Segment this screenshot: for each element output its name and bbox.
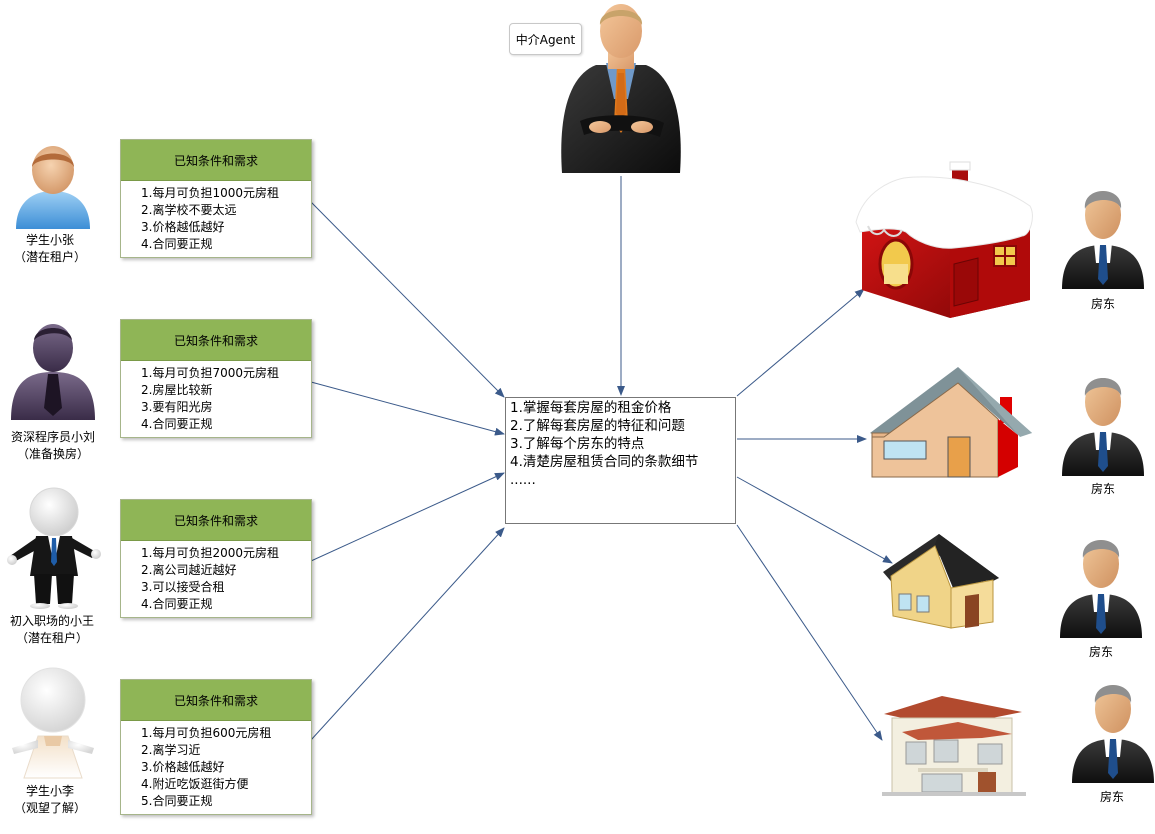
agent-task-item: ...... <box>510 472 536 488</box>
requirement-item: 1.每月可负担7000元房租 <box>141 366 279 380</box>
requirement-item: 4.合同要正规 <box>141 597 213 611</box>
house-grey-roof-icon <box>870 367 1032 478</box>
tenant-wang-avatar-icon <box>7 487 101 609</box>
landlord-4-label: 房东 <box>1099 790 1124 804</box>
arrow-tenant2-to-agent <box>310 381 505 436</box>
requirement-item: 3.价格越低越好 <box>141 760 225 774</box>
tenant-li-avatar-icon <box>12 667 94 779</box>
requirement-item: 3.价格越低越好 <box>141 220 225 234</box>
tenant-wang-name: 初入职场的小王 <box>9 614 94 628</box>
tenant-zhang-name: 学生小张 <box>25 233 74 247</box>
arrow-tenant4-to-agent <box>310 527 505 741</box>
requirements-title: 已知条件和需求 <box>121 500 311 541</box>
house-villa-icon <box>882 696 1026 796</box>
house-red-snowy-icon <box>855 161 1033 318</box>
requirements-list: 1.每月可负担600元房租 2.离学习近 3.价格越低越好 4.附近吃饭逛街方便… <box>121 721 311 814</box>
requirement-item: 2.离公司越近越好 <box>141 563 237 577</box>
tenant-li-requirements-box: 已知条件和需求 1.每月可负担600元房租 2.离学习近 3.价格越低越好 4.… <box>120 679 312 815</box>
arrow-agent-to-house1 <box>736 288 865 397</box>
landlord-3-avatar-icon <box>1060 540 1142 638</box>
agent-task-item: 3.了解每个房东的特点 <box>510 436 645 452</box>
tenant-li-name: 学生小李 <box>25 784 74 798</box>
requirement-item: 3.可以接受合租 <box>141 580 225 594</box>
tenant-wang-status: （潜在租户） <box>15 631 88 645</box>
agent-businessman-icon <box>561 4 681 173</box>
house-black-roof-icon <box>883 534 999 629</box>
agent-task-item: 2.了解每套房屋的特征和问题 <box>510 418 685 434</box>
requirement-item: 1.每月可负担600元房租 <box>141 726 272 740</box>
requirement-item: 4.合同要正规 <box>141 237 213 251</box>
agent-task-item: 4.清楚房屋租赁合同的条款细节 <box>510 454 699 470</box>
requirement-item: 2.房屋比较新 <box>141 383 213 397</box>
requirement-item: 3.要有阳光房 <box>141 400 213 414</box>
tenant-li-status: （观望了解） <box>13 801 86 815</box>
requirement-item: 1.每月可负担2000元房租 <box>141 546 279 560</box>
landlord-2-avatar-icon <box>1062 378 1144 476</box>
requirements-title: 已知条件和需求 <box>121 680 311 721</box>
requirement-item: 5.合同要正规 <box>141 794 213 808</box>
tenant-liu-requirements-box: 已知条件和需求 1.每月可负担7000元房租 2.房屋比较新 3.要有阳光房 4… <box>120 319 312 438</box>
tenant-zhang-status: （潜在租户） <box>13 250 86 264</box>
arrow-agent-to-house3 <box>736 476 893 564</box>
requirement-item: 4.附近吃饭逛街方便 <box>141 777 249 791</box>
agent-responsibilities-box: 1.掌握每套房屋的租金价格 2.了解每套房屋的特征和问题 3.了解每个房东的特点… <box>505 397 736 524</box>
requirements-list: 1.每月可负担1000元房租 2.离学校不要太远 3.价格越低越好 4.合同要正… <box>121 181 311 257</box>
requirement-item: 1.每月可负担1000元房租 <box>141 186 279 200</box>
tenant-wang-requirements-box: 已知条件和需求 1.每月可负担2000元房租 2.离公司越近越好 3.可以接受合… <box>120 499 312 618</box>
tenant-liu-name: 资深程序员小刘 <box>10 430 95 444</box>
agent-task-item: 1.掌握每套房屋的租金价格 <box>510 400 672 416</box>
landlord-4-avatar-icon <box>1072 685 1154 783</box>
requirement-item: 2.离学校不要太远 <box>141 203 237 217</box>
requirement-item: 4.合同要正规 <box>141 417 213 431</box>
arrow-tenant1-to-agent <box>310 201 505 398</box>
landlord-1-label: 房东 <box>1090 297 1115 311</box>
arrow-agent-to-house4 <box>736 524 883 741</box>
requirements-title: 已知条件和需求 <box>121 140 311 181</box>
landlord-2-label: 房东 <box>1090 482 1115 496</box>
requirements-list: 1.每月可负担7000元房租 2.房屋比较新 3.要有阳光房 4.合同要正规 <box>121 361 311 437</box>
tenant-liu-avatar-icon <box>11 324 95 420</box>
agent-label: 中介Agent <box>509 23 582 55</box>
arrow-tenant3-to-agent <box>310 472 505 562</box>
landlord-1-avatar-icon <box>1062 191 1144 289</box>
tenant-zhang-avatar-icon <box>16 146 90 229</box>
landlord-3-label: 房东 <box>1088 645 1113 659</box>
requirement-item: 2.离学习近 <box>141 743 201 757</box>
tenant-liu-status: （准备换房） <box>16 447 89 461</box>
requirements-title: 已知条件和需求 <box>121 320 311 361</box>
requirements-list: 1.每月可负担2000元房租 2.离公司越近越好 3.可以接受合租 4.合同要正… <box>121 541 311 617</box>
tenant-zhang-requirements-box: 已知条件和需求 1.每月可负担1000元房租 2.离学校不要太远 3.价格越低越… <box>120 139 312 258</box>
